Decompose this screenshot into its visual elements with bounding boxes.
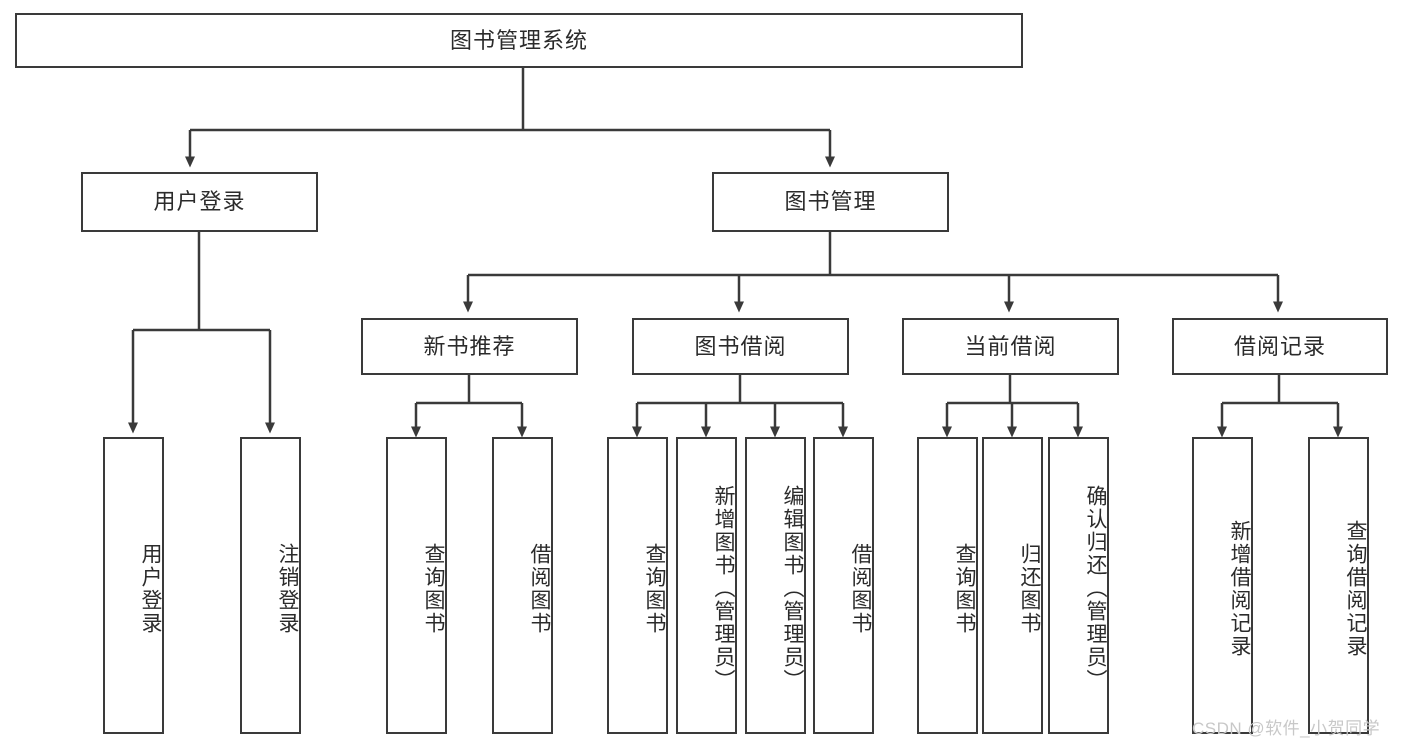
leaf-user-logout[interactable]: 注销登录 xyxy=(240,437,301,734)
leaf-add-book[interactable]: 新增图书（管理员） xyxy=(676,437,737,734)
node-user-login-label: 用户登录 xyxy=(153,189,246,215)
leaf-return-book[interactable]: 归还图书 xyxy=(982,437,1043,734)
leaf-return-book-label: 归还图书 xyxy=(1018,542,1041,635)
leaf-query-book-1-label: 查询图书 xyxy=(422,542,445,635)
leaf-query-book-3-label: 查询图书 xyxy=(953,542,976,635)
leaf-add-book-label: 新增图书（管理员） xyxy=(712,485,735,692)
node-new-book-recommend-label: 新书推荐 xyxy=(423,333,516,359)
leaf-query-record-label: 查询借阅记录 xyxy=(1344,519,1367,658)
leaf-edit-book-label: 编辑图书（管理员） xyxy=(781,485,804,692)
node-user-login[interactable]: 用户登录 xyxy=(81,172,318,232)
leaf-borrow-book-2-label: 借阅图书 xyxy=(849,542,872,635)
csdn-watermark: CSDN @软件_小贺同学 xyxy=(1192,719,1381,738)
leaf-query-book-3[interactable]: 查询图书 xyxy=(917,437,978,734)
node-book-management[interactable]: 图书管理 xyxy=(712,172,949,232)
leaf-edit-book[interactable]: 编辑图书（管理员） xyxy=(745,437,806,734)
node-book-borrow[interactable]: 图书借阅 xyxy=(632,318,849,375)
leaf-borrow-book-1-label: 借阅图书 xyxy=(528,542,551,635)
leaf-query-book-1[interactable]: 查询图书 xyxy=(386,437,447,734)
leaf-user-logout-label: 注销登录 xyxy=(276,542,299,635)
leaf-user-login[interactable]: 用户登录 xyxy=(103,437,164,734)
leaf-add-record-label: 新增借阅记录 xyxy=(1228,519,1251,658)
leaf-borrow-book-2[interactable]: 借阅图书 xyxy=(813,437,874,734)
node-current-borrow-label: 当前借阅 xyxy=(964,333,1057,359)
leaf-user-login-label: 用户登录 xyxy=(139,542,162,635)
node-book-borrow-label: 图书借阅 xyxy=(694,333,787,359)
node-new-book-recommend[interactable]: 新书推荐 xyxy=(361,318,578,375)
leaf-confirm-return[interactable]: 确认归还（管理员） xyxy=(1048,437,1109,734)
node-book-management-label: 图书管理 xyxy=(784,189,877,215)
node-root[interactable]: 图书管理系统 xyxy=(15,13,1023,68)
leaf-confirm-return-label: 确认归还（管理员） xyxy=(1084,485,1107,692)
node-root-label: 图书管理系统 xyxy=(449,27,588,53)
node-borrow-record-label: 借阅记录 xyxy=(1233,333,1326,359)
leaf-query-book-2-label: 查询图书 xyxy=(643,542,666,635)
leaf-query-record[interactable]: 查询借阅记录 xyxy=(1308,437,1369,734)
node-borrow-record[interactable]: 借阅记录 xyxy=(1172,318,1388,375)
node-current-borrow[interactable]: 当前借阅 xyxy=(902,318,1119,375)
leaf-borrow-book-1[interactable]: 借阅图书 xyxy=(492,437,553,734)
leaf-add-record[interactable]: 新增借阅记录 xyxy=(1192,437,1253,734)
leaf-query-book-2[interactable]: 查询图书 xyxy=(607,437,668,734)
